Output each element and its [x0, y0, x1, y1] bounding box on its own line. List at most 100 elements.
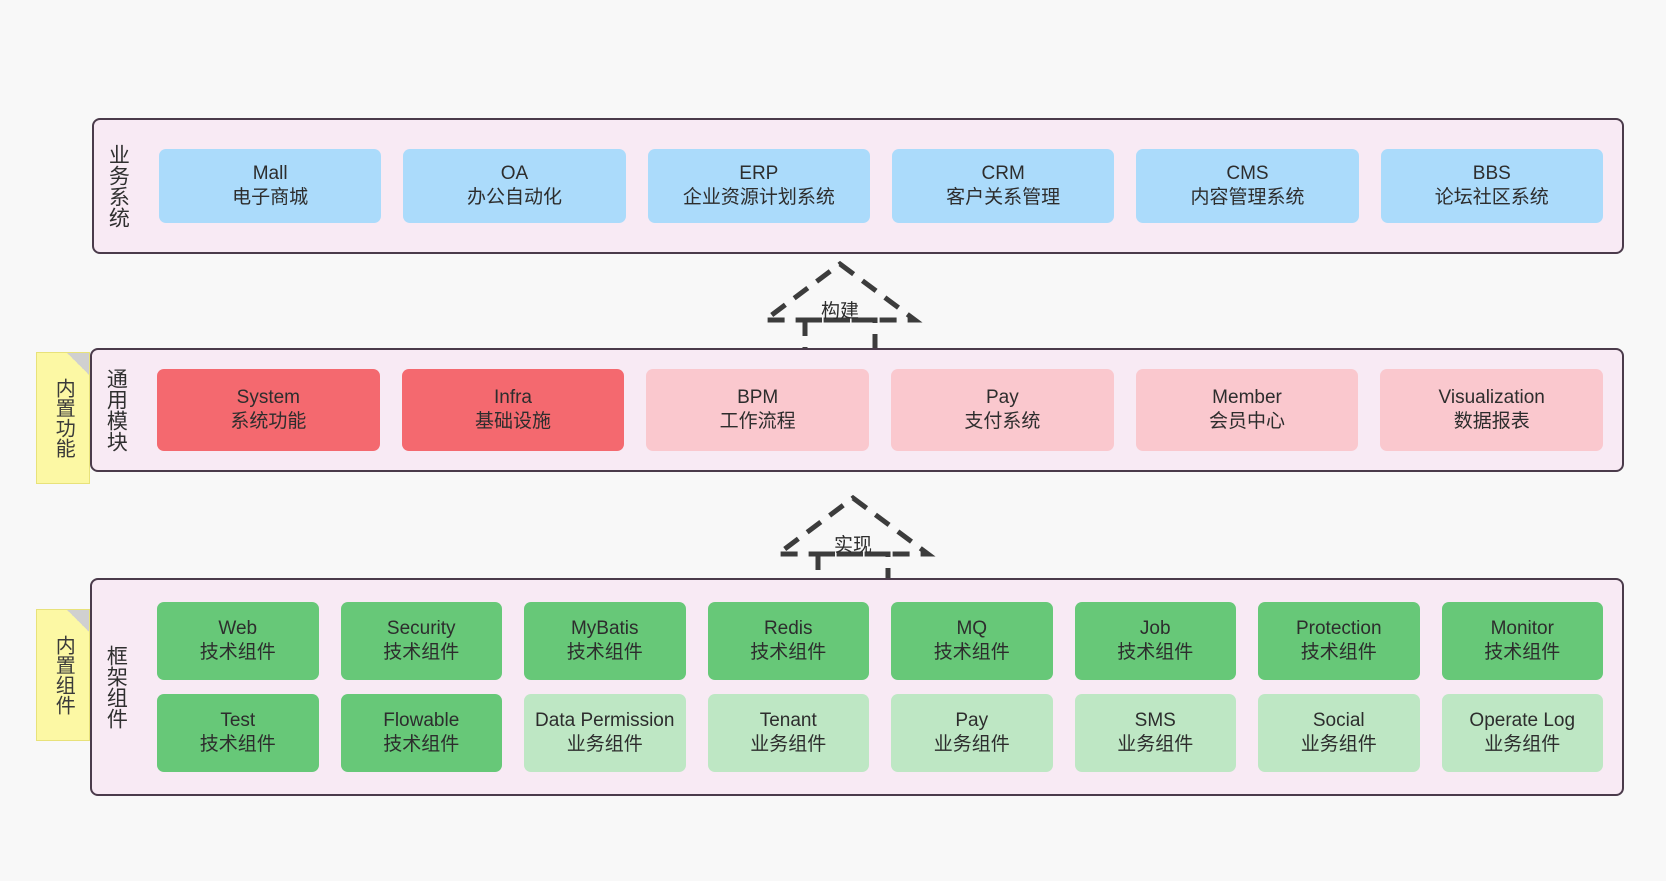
cell-subtitle: 业务组件 — [1300, 734, 1377, 755]
business-system-layer: 业务系统 Mall 电子商城 OA 办公自动化 ERP 企业资源计划系统 CRM 客户关系管理… — [92, 118, 1624, 254]
module-box-visualization[interactable]: Visualization 数据报表 — [1380, 369, 1604, 451]
cell-subtitle: 业务组件 — [933, 734, 1010, 755]
component-box-mybatis[interactable]: MyBatis 技术组件 — [524, 602, 686, 680]
cell-title: BBS — [1472, 162, 1511, 184]
cell-title: CRM — [981, 162, 1025, 184]
build-relation-label: 构建 — [820, 301, 860, 322]
cell-title: Security — [386, 617, 456, 639]
module-box-infra[interactable]: Infra 基础设施 — [401, 369, 625, 451]
builtin-component-note-label: 内置组件 — [52, 635, 75, 715]
cell-subtitle: 业务组件 — [1484, 734, 1561, 755]
cell-title: Job — [1139, 617, 1171, 639]
cell-subtitle: 业务组件 — [750, 734, 827, 755]
cell-title: Visualization — [1438, 386, 1545, 408]
cell-title: Social — [1312, 709, 1365, 731]
cell-subtitle: 数据报表 — [1453, 411, 1530, 432]
builtin-component-note: 内置组件 — [36, 609, 90, 741]
cell-title: Operate Log — [1469, 709, 1576, 731]
cell-title: MQ — [956, 617, 988, 639]
cell-subtitle: 基础设施 — [475, 411, 552, 432]
component-box-operate-log[interactable]: Operate Log 业务组件 — [1441, 694, 1603, 772]
business-box-crm[interactable]: CRM 客户关系管理 — [891, 149, 1115, 223]
cell-subtitle: 内容管理系统 — [1190, 187, 1305, 208]
cell-subtitle: 办公自动化 — [466, 187, 562, 208]
component-box-web[interactable]: Web 技术组件 — [157, 602, 319, 680]
component-box-monitor[interactable]: Monitor 技术组件 — [1441, 602, 1603, 680]
component-box-test[interactable]: Test 技术组件 — [157, 694, 319, 772]
component-box-protection[interactable]: Protection 技术组件 — [1258, 602, 1420, 680]
cell-subtitle: 技术组件 — [199, 642, 276, 663]
cell-title: Redis — [763, 617, 813, 639]
cell-title: BPM — [737, 386, 779, 408]
component-box-mq[interactable]: MQ 技术组件 — [891, 602, 1053, 680]
cell-title: Mall — [252, 162, 288, 184]
business-box-oa[interactable]: OA 办公自动化 — [403, 149, 626, 223]
cell-title: Infra — [493, 386, 533, 408]
note-fold-icon — [67, 353, 89, 375]
business-box-mall[interactable]: Mall 电子商城 — [159, 149, 382, 223]
common-module-layer-title: 通用模块 — [104, 368, 128, 452]
note-fold-icon — [67, 610, 89, 632]
cell-subtitle: 技术组件 — [1300, 642, 1377, 663]
builtin-feature-note: 内置功能 — [36, 352, 90, 484]
build-relation-arrow: 构建 — [755, 258, 925, 358]
cell-subtitle: 工作流程 — [719, 411, 796, 432]
cell-title: Protection — [1295, 617, 1382, 639]
cell-title: MyBatis — [570, 617, 639, 639]
builtin-feature-note-label: 内置功能 — [52, 378, 75, 458]
cell-subtitle: 技术组件 — [1117, 642, 1194, 663]
component-box-pay[interactable]: Pay 业务组件 — [891, 694, 1053, 772]
cell-subtitle: 技术组件 — [1484, 642, 1561, 663]
cell-title: Pay — [955, 709, 989, 731]
component-box-job[interactable]: Job 技术组件 — [1074, 602, 1236, 680]
business-box-erp[interactable]: ERP 企业资源计划系统 — [647, 149, 870, 223]
component-box-social[interactable]: Social 业务组件 — [1258, 694, 1420, 772]
cell-title: ERP — [739, 162, 779, 184]
cell-subtitle: 论坛社区系统 — [1434, 187, 1549, 208]
implement-relation-arrow: 实现 — [768, 492, 938, 592]
cell-title: Web — [218, 617, 258, 639]
component-box-tenant[interactable]: Tenant 业务组件 — [707, 694, 869, 772]
cell-subtitle: 客户关系管理 — [946, 187, 1061, 208]
module-box-member[interactable]: Member 会员中心 — [1135, 369, 1359, 451]
cell-subtitle: 技术组件 — [566, 642, 643, 663]
business-box-cms[interactable]: CMS 内容管理系统 — [1136, 149, 1359, 223]
cell-title: Tenant — [759, 709, 817, 731]
cell-title: CMS — [1226, 162, 1269, 184]
cell-subtitle: 技术组件 — [199, 734, 276, 755]
module-box-bpm[interactable]: BPM 工作流程 — [646, 369, 870, 451]
cell-title: Member — [1212, 386, 1282, 408]
cell-subtitle: 技术组件 — [383, 734, 460, 755]
business-system-items: Mall 电子商城 OA 办公自动化 ERP 企业资源计划系统 CRM 客户关系管理 CMS 内容… — [140, 120, 1622, 252]
cell-title: Flowable — [383, 709, 460, 731]
business-system-layer-title: 业务系统 — [106, 144, 130, 228]
framework-component-layer-title: 框架组件 — [104, 645, 128, 729]
component-box-redis[interactable]: Redis 技术组件 — [707, 602, 869, 680]
cell-subtitle: 技术组件 — [750, 642, 827, 663]
cell-title: Test — [220, 709, 256, 731]
business-box-bbs[interactable]: BBS 论坛社区系统 — [1380, 149, 1603, 223]
cell-subtitle: 电子商城 — [232, 187, 309, 208]
component-box-flowable[interactable]: Flowable 技术组件 — [340, 694, 502, 772]
cell-subtitle: 业务组件 — [1117, 734, 1194, 755]
cell-title: Data Permission — [535, 709, 675, 731]
cell-title: Pay — [985, 386, 1019, 408]
module-box-system[interactable]: System 系统功能 — [157, 369, 380, 451]
cell-title: System — [236, 386, 301, 408]
cell-title: Monitor — [1490, 617, 1554, 639]
cell-subtitle: 会员中心 — [1209, 411, 1286, 432]
cell-title: OA — [500, 162, 529, 184]
cell-subtitle: 系统功能 — [230, 411, 307, 432]
cell-subtitle: 技术组件 — [933, 642, 1010, 663]
cell-subtitle: 企业资源计划系统 — [682, 187, 835, 208]
